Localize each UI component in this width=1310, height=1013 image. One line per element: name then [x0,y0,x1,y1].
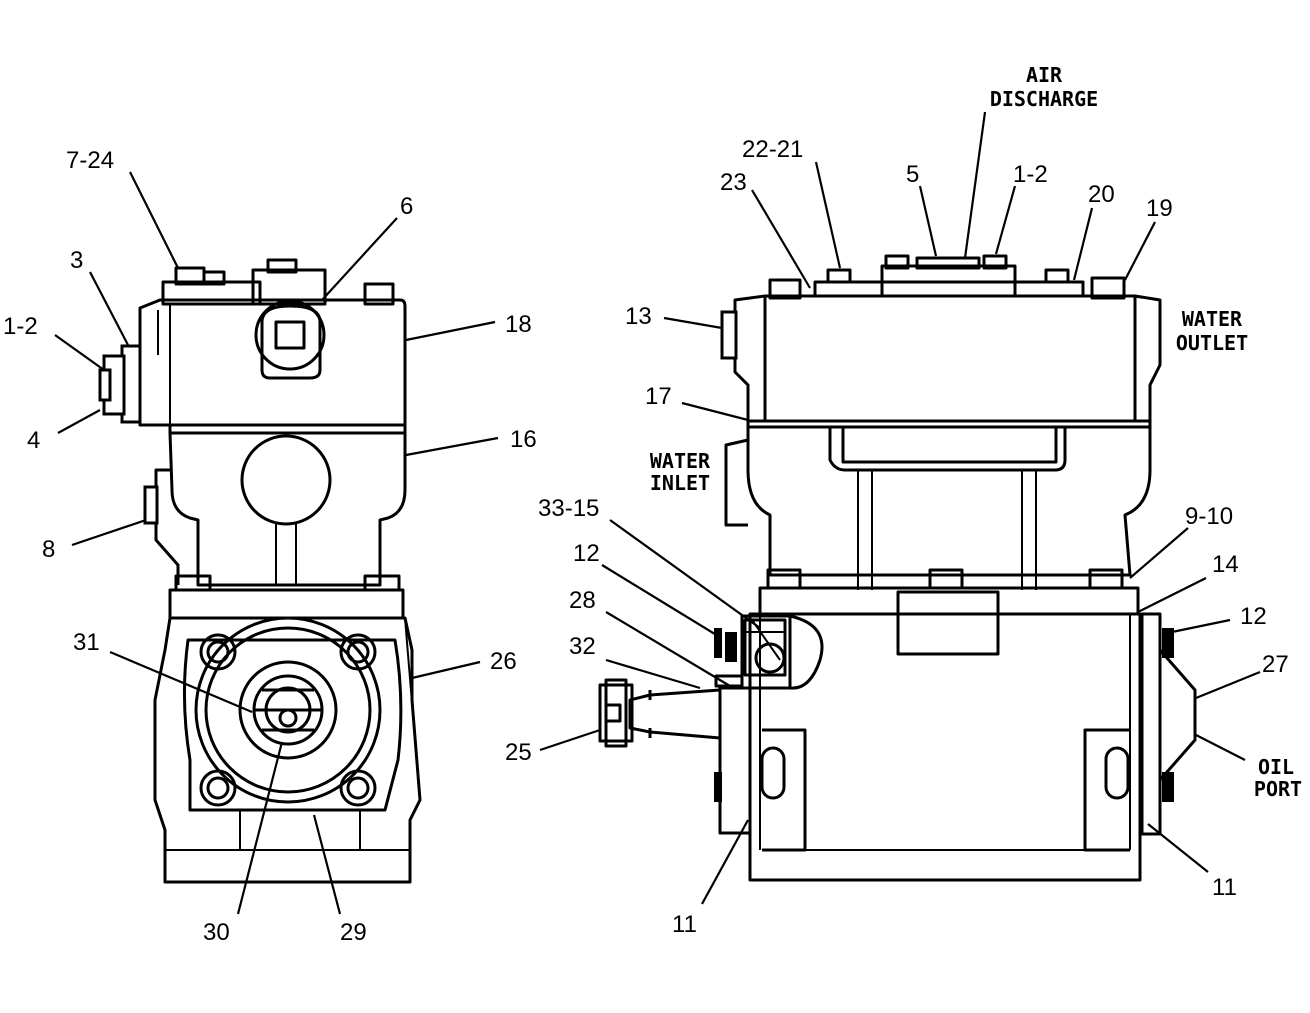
callout-4: 4 [27,427,40,454]
leader-25 [539,728,601,752]
callout-7-24: 7-24 [66,147,114,174]
leader-32 [605,658,701,690]
note-water-outlet-line1: WATER [1182,307,1243,331]
callout-26: 26 [490,648,517,675]
leader-31 [109,650,253,714]
leader-9-10 [1129,527,1189,579]
note-oil-port-line1: OIL [1258,755,1294,779]
left-view [98,258,422,884]
note-air-line1: AIR [1026,63,1063,87]
callout-9-10: 9-10 [1185,503,1233,530]
leader-20 [1072,207,1094,281]
callout-11-right: 11 [1212,874,1237,901]
leader-11-left [701,819,749,905]
callout-16: 16 [510,426,537,453]
callout-3: 3 [70,247,83,274]
callout-30: 30 [203,919,230,946]
leader-1-2-right [994,185,1017,255]
leader-1-2 [54,334,105,371]
callout-6: 6 [400,193,413,220]
leader-22-21 [814,161,842,269]
left-leader-lines [54,171,499,915]
callout-1-2: 1-2 [3,313,38,340]
leader-8 [71,518,147,547]
leader-4 [57,409,101,434]
callout-29: 29 [340,919,367,946]
leader-27 [1195,670,1261,700]
leader-3 [89,271,129,346]
leader-29 [312,814,342,915]
leader-11-right [1147,823,1209,873]
callout-11-left: 11 [672,911,697,938]
callout-12-left: 12 [573,540,600,567]
left-callouts: 7-24 6 3 1-2 18 4 16 8 31 26 30 29 [3,147,537,946]
leader-12-left [601,564,719,637]
callout-5: 5 [906,161,919,188]
leader-6 [321,217,398,301]
note-oil-port-line2: PORT [1254,777,1302,801]
callout-14: 14 [1212,551,1239,578]
leader-5 [918,185,938,257]
leader-7-24 [129,171,179,269]
leader-16 [405,436,499,457]
callout-13: 13 [625,303,652,330]
callout-19: 19 [1146,195,1173,222]
callout-33-15: 33-15 [538,495,599,522]
leader-oil-port [1195,734,1246,761]
callout-22-21: 22-21 [742,136,803,163]
leader-12-right [1171,618,1231,634]
right-view [598,254,1197,882]
callout-32: 32 [569,633,596,660]
callout-20: 20 [1088,181,1115,208]
right-callouts: 22-21 5 1-2 20 19 23 13 17 9-10 33-15 12… [505,136,1289,938]
leader-30 [236,741,284,915]
note-water-inlet-line1: WATER [650,449,711,473]
note-air-line2: DISCHARGE [990,87,1098,111]
callout-8: 8 [42,536,55,563]
leader-19 [1124,221,1156,281]
leader-33-15 [609,519,761,629]
callout-25: 25 [505,739,532,766]
callout-27: 27 [1262,651,1289,678]
callout-23: 23 [720,169,747,196]
leader-23 [751,189,811,289]
leader-13 [663,316,723,330]
leader-17 [681,401,749,422]
leader-18 [405,320,496,342]
note-water-outlet-line2: OUTLET [1176,331,1248,355]
callout-31: 31 [73,629,100,656]
note-water-inlet-line2: INLET [650,471,710,495]
callout-28: 28 [569,587,596,614]
port-notes: AIR DISCHARGE WATER OUTLET WATER INLET O… [650,63,1302,801]
leader-14 [1137,577,1207,613]
right-leader-lines [539,111,1261,905]
leader-28 [605,611,731,687]
leader-air-discharge [963,111,987,259]
callout-12-right: 12 [1240,603,1267,630]
callout-18: 18 [505,311,532,338]
leader-26 [411,660,481,680]
callout-17: 17 [645,383,672,410]
callout-1-2-right: 1-2 [1013,161,1048,188]
